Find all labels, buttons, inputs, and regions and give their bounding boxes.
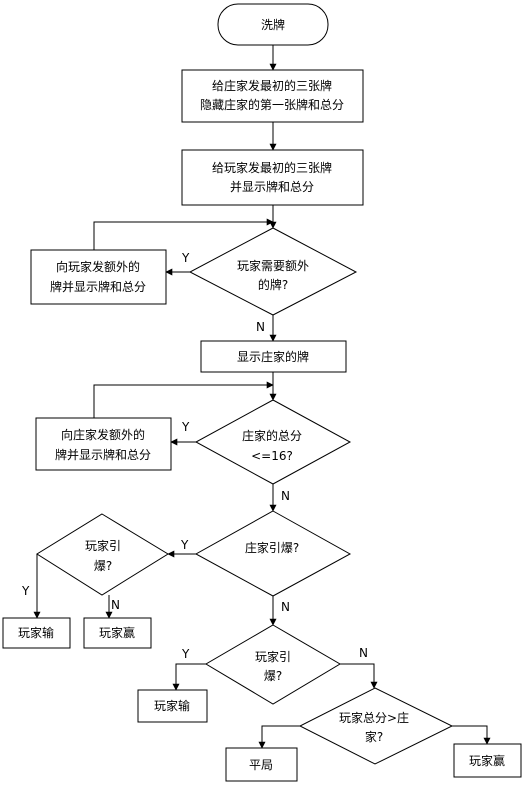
label-yes-dealer-total: Y <box>181 420 190 434</box>
node-deal-dealer: 给庄家发最初的三张牌 隐藏庄家的第一张牌和总分 <box>181 69 364 123</box>
extra-dealer-line2: 牌并显示牌和总分 <box>55 448 151 462</box>
node-lose-a: 玩家输 <box>2 617 71 649</box>
extra-dealer-line1: 向庄家发额外的 <box>61 427 145 442</box>
node-deal-player: 给玩家发最初的三张牌 并显示牌和总分 <box>181 149 364 206</box>
lose-b-box <box>137 689 208 723</box>
start-label: 洗牌 <box>261 18 285 32</box>
node-win-a: 玩家赢 <box>83 617 152 649</box>
tie-box <box>225 747 298 782</box>
deal-dealer-line2: 隐藏庄家的第一张牌和总分 <box>200 97 344 112</box>
player-more-line2: 的牌? <box>258 277 288 292</box>
extra-dealer-box <box>35 417 172 471</box>
label-no-player-bust-b: N <box>359 646 368 660</box>
show-dealer-label: 显示庄家的牌 <box>237 349 309 364</box>
deal-player-box <box>181 149 364 206</box>
extra-player-line1: 向玩家发额外的 <box>56 259 140 274</box>
dealer-bust-label: 庄家引爆? <box>245 540 299 555</box>
compare-line1: 玩家总分>庄 <box>339 710 409 725</box>
label-no-player-more: N <box>256 320 265 334</box>
node-lose-b: 玩家输 <box>137 689 208 723</box>
node-player-bust-b: 玩家引 爆? <box>205 624 341 705</box>
player-more-line1: 玩家需要额外 <box>237 258 309 273</box>
connectors <box>33 45 491 749</box>
player-bust-b-line2: 爆? <box>264 669 282 683</box>
label-yes-player-more: Y <box>181 251 190 265</box>
deal-dealer-line1: 给庄家发最初的三张牌 <box>212 78 332 93</box>
lose-a-label: 玩家输 <box>18 625 54 640</box>
edge-extra-player-loop <box>93 218 274 250</box>
dealer-bust-diamond <box>194 510 352 597</box>
label-yes-dealer-bust: Y <box>180 538 189 552</box>
deal-dealer-box <box>181 69 364 123</box>
node-extra-dealer: 向庄家发额外的 牌并显示牌和总分 <box>35 417 172 471</box>
edge-player-bust-b-no <box>340 663 378 689</box>
node-show-dealer: 显示庄家的牌 <box>200 340 347 373</box>
player-bust-a-diamond <box>36 513 169 596</box>
dealer-total-line2: <=16? <box>251 449 293 463</box>
player-more-diamond <box>188 227 358 316</box>
node-start: 洗牌 <box>217 3 329 46</box>
label-yes-player-bust-b: Y <box>181 647 190 661</box>
player-bust-a-line1: 玩家引 <box>85 538 121 553</box>
tie-label: 平局 <box>249 758 273 772</box>
win-b-box <box>453 743 522 778</box>
node-player-bust-a: 玩家引 爆? <box>36 513 169 596</box>
lose-b-label: 玩家输 <box>154 698 190 713</box>
edge-extra-dealer-loop <box>93 381 274 418</box>
label-no-dealer-bust: N <box>281 600 290 614</box>
deal-player-line2: 并显示牌和总分 <box>230 180 314 194</box>
extra-player-line2: 牌并显示牌和总分 <box>50 280 146 294</box>
label-yes-player-bust-a: Y <box>21 584 30 598</box>
compare-line2: 家? <box>365 729 383 744</box>
win-a-label: 玩家赢 <box>99 625 135 640</box>
branch-labels: Y N Y N Y Y N N Y N <box>21 251 368 661</box>
edge-compare-no <box>258 725 300 749</box>
node-tie: 平局 <box>225 747 298 782</box>
compare-diamond <box>298 687 454 765</box>
node-win-b: 玩家赢 <box>453 743 522 778</box>
player-bust-a-line2: 爆? <box>94 559 112 573</box>
dealer-total-line1: 庄家的总分 <box>242 428 302 443</box>
extra-player-box <box>30 249 167 305</box>
show-dealer-box <box>200 340 347 373</box>
node-extra-player: 向玩家发额外的 牌并显示牌和总分 <box>30 249 167 305</box>
node-dealer-total: 庄家的总分 <=16? <box>194 399 352 485</box>
lose-a-box <box>2 617 71 649</box>
win-b-label: 玩家赢 <box>469 753 505 768</box>
player-bust-b-line1: 玩家引 <box>255 649 291 664</box>
node-dealer-bust: 庄家引爆? <box>194 510 352 597</box>
edge-player-bust-b-yes <box>172 663 206 691</box>
node-player-more: 玩家需要额外 的牌? <box>188 227 358 316</box>
edge-compare-yes <box>452 725 491 745</box>
player-bust-b-diamond <box>205 624 341 705</box>
label-no-player-bust-a: N <box>111 598 120 612</box>
deal-player-line1: 给玩家发最初的三张牌 <box>212 160 332 175</box>
dealer-total-diamond <box>194 399 352 485</box>
label-no-dealer-total: N <box>281 489 290 503</box>
start-terminator <box>217 3 329 46</box>
node-compare: 玩家总分>庄 家? <box>298 687 454 765</box>
win-a-box <box>83 617 152 649</box>
